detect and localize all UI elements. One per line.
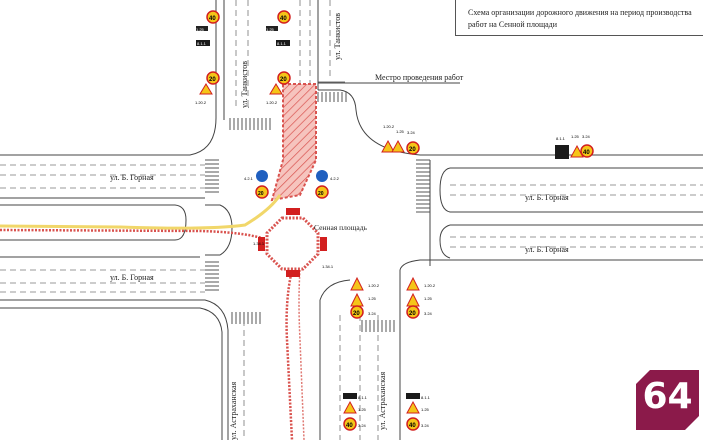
label-gornaya-4: ул. Б. Горная — [525, 245, 569, 254]
speed-20-sign — [406, 305, 420, 319]
closure-line-west — [0, 228, 263, 240]
svg-text:4.2.1: 4.2.1 — [244, 176, 254, 181]
warning-sign — [350, 276, 364, 291]
svg-text:1.25: 1.25 — [358, 407, 367, 412]
svg-text:1.25: 1.25 — [368, 296, 377, 301]
svg-text:1.25: 1.25 — [196, 27, 205, 32]
speed-20-sign — [350, 305, 364, 319]
speed-40-sign — [406, 417, 420, 431]
roadworks-sign — [406, 292, 420, 307]
scheme-title-box: Схема организации дорожного движения на … — [455, 0, 703, 36]
scheme-title-line1: Схема организации дорожного движения на … — [468, 8, 692, 17]
sign-cluster-bottom-low-mid: 8.1.1 1.25 40 3.24 — [343, 393, 368, 431]
scheme-title-line2: работ на Сенной площади — [468, 20, 558, 29]
svg-text:8.1.1: 8.1.1 — [277, 41, 287, 46]
svg-text:3.24: 3.24 — [582, 134, 591, 139]
svg-text:1.34.1: 1.34.1 — [253, 241, 265, 246]
svg-text:20: 20 — [209, 77, 216, 83]
roadworks-sign — [350, 292, 364, 307]
sign-cluster-bottom-low-right: 8.1.1 1.25 40 3.24 — [406, 393, 431, 431]
label-worksite: Местро проведения работ — [375, 73, 464, 82]
svg-text:40: 40 — [209, 16, 216, 22]
sign-cluster-top-left: 40 1.25 8.1.1 20 1.20.2 — [195, 10, 220, 105]
svg-text:3.24: 3.24 — [421, 423, 430, 428]
sennaya-square-octagon — [258, 208, 327, 277]
label-gornaya-1: ул. Б. Горная — [110, 173, 154, 182]
label-tankistov-top: ул. Танкистов — [333, 13, 342, 60]
svg-text:3.24: 3.24 — [368, 311, 377, 316]
svg-text:20: 20 — [409, 147, 416, 153]
keep-right-sign — [256, 170, 268, 182]
svg-text:20: 20 — [258, 191, 264, 197]
work-zone-closure — [270, 83, 317, 202]
svg-text:3.24: 3.24 — [407, 130, 416, 135]
sign-cluster-mid-left: 20 4.2.1 20 4.2.2 1.34.1 1.34.1 — [244, 170, 340, 269]
label-astrakhanskaya-1: ул. Астраханская — [229, 381, 238, 440]
warning-sign — [381, 139, 395, 153]
closure-line-south-2 — [298, 269, 305, 440]
speed-20-sign — [206, 71, 220, 85]
svg-text:1.25: 1.25 — [421, 407, 430, 412]
speed-20-sign — [406, 141, 420, 155]
svg-text:1.20.2: 1.20.2 — [195, 100, 207, 105]
svg-text:1.25: 1.25 — [571, 134, 580, 139]
svg-text:8.1.1: 8.1.1 — [358, 395, 368, 400]
svg-text:3.24: 3.24 — [424, 311, 433, 316]
roadworks-sign — [406, 400, 420, 414]
roadworks-sign — [570, 144, 584, 158]
svg-text:8.1.1: 8.1.1 — [556, 136, 566, 141]
svg-text:4.2.2: 4.2.2 — [330, 176, 340, 181]
svg-text:40: 40 — [409, 423, 416, 429]
speed-40-sign — [580, 144, 594, 158]
svg-text:20: 20 — [280, 77, 287, 83]
label-gornaya-3: ул. Б. Горная — [525, 193, 569, 202]
sign-cluster-right-far: 8.1.1 1.25 40 3.24 — [555, 134, 594, 159]
pedestrian-crossings — [205, 92, 430, 332]
svg-text:20: 20 — [409, 311, 416, 317]
warning-sign — [199, 83, 213, 95]
warning-sign — [269, 83, 283, 95]
speed-40-sign — [343, 417, 357, 431]
logo-text: 64 — [642, 376, 693, 417]
svg-text:20: 20 — [353, 311, 360, 317]
warning-sign — [406, 276, 420, 291]
speed-40-sign — [277, 10, 291, 24]
svg-text:1.25: 1.25 — [266, 27, 275, 32]
sign-cluster-top-mid: 40 1.25 8.1.1 20 1.20.2 — [266, 10, 291, 105]
svg-text:1.34.1: 1.34.1 — [322, 264, 334, 269]
sign-cluster-bottom-mid: 1.20.2 1.25 20 3.24 — [350, 276, 380, 319]
sign-cluster-bottom-right: 1.20.2 1.25 20 3.24 — [406, 276, 436, 319]
svg-text:1.25: 1.25 — [424, 296, 433, 301]
svg-text:8.1.1: 8.1.1 — [197, 41, 207, 46]
roadworks-sign — [391, 139, 405, 153]
svg-text:20: 20 — [318, 191, 324, 197]
svg-text:8.1.1: 8.1.1 — [421, 395, 431, 400]
label-astrakhanskaya-2: ул. Астраханская — [378, 371, 387, 430]
closure-line-south — [285, 269, 294, 440]
svg-text:1.20.2: 1.20.2 — [383, 124, 395, 129]
svg-text:1.20.2: 1.20.2 — [424, 283, 436, 288]
sign-cluster-right-top: 1.20.2 1.25 20 3.24 — [381, 124, 420, 155]
svg-text:1.20.2: 1.20.2 — [266, 100, 278, 105]
svg-text:1.25: 1.25 — [396, 129, 405, 134]
speed-20-sign — [277, 71, 291, 85]
label-sennaya-square: Сенная площадь — [314, 223, 368, 232]
svg-text:40: 40 — [280, 16, 287, 22]
svg-text:3.24: 3.24 — [358, 423, 367, 428]
label-tankistov-left: ул. Танкистов — [240, 61, 249, 108]
label-gornaya-2: ул. Б. Горная — [110, 273, 154, 282]
street-labels: ул. Танкистов ул. Танкистов Местро прове… — [110, 13, 569, 440]
svg-text:1.20.2: 1.20.2 — [368, 283, 380, 288]
keep-left-sign — [316, 170, 328, 182]
svg-text:40: 40 — [346, 423, 353, 429]
svg-text:40: 40 — [583, 150, 590, 156]
channel-64-logo: 64 — [636, 370, 699, 430]
detour-lane — [0, 194, 282, 230]
roadworks-sign — [343, 400, 357, 414]
speed-40-sign — [206, 10, 220, 24]
